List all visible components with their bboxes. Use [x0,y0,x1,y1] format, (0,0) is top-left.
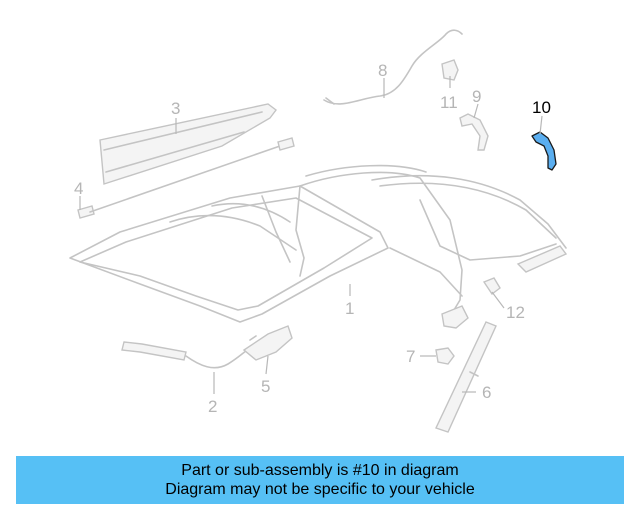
info-banner: Part or sub-assembly is #10 in diagram D… [16,456,624,504]
part-1-top-frame [69,164,568,329]
part-5-pump [242,325,293,361]
banner-line-1: Part or sub-assembly is #10 in diagram [181,462,459,479]
callout-9: 9 [472,87,481,106]
part-6-strut [435,321,497,433]
callout-7: 7 [406,347,415,366]
callout-2: 2 [208,397,217,416]
callout-12: 12 [506,303,525,322]
leader-lines [79,76,543,394]
part-10-highlighted-bracket [531,131,557,171]
part-11-clip [441,59,459,81]
part-3-side-rail [99,103,277,185]
callout-6: 6 [482,383,491,402]
callout-11: 11 [440,93,458,112]
part-12-hinge [482,277,501,296]
callout-3: 3 [171,99,180,118]
banner-line-2: Diagram may not be specific to your vehi… [165,481,475,498]
callout-5: 5 [261,377,270,396]
callout-4: 4 [74,179,83,198]
part-8-wire-harness [323,29,463,105]
callout-8: 8 [378,61,387,80]
part-9-bracket [459,113,489,151]
part-7-clip [435,347,455,365]
callout-1: 1 [345,299,354,318]
parts-diagram: 1 2 3 4 5 6 7 8 9 10 11 12 [69,29,568,433]
part-2-cylinder [121,341,251,369]
callout-10: 10 [532,98,551,117]
part-4-fastener [77,137,295,219]
